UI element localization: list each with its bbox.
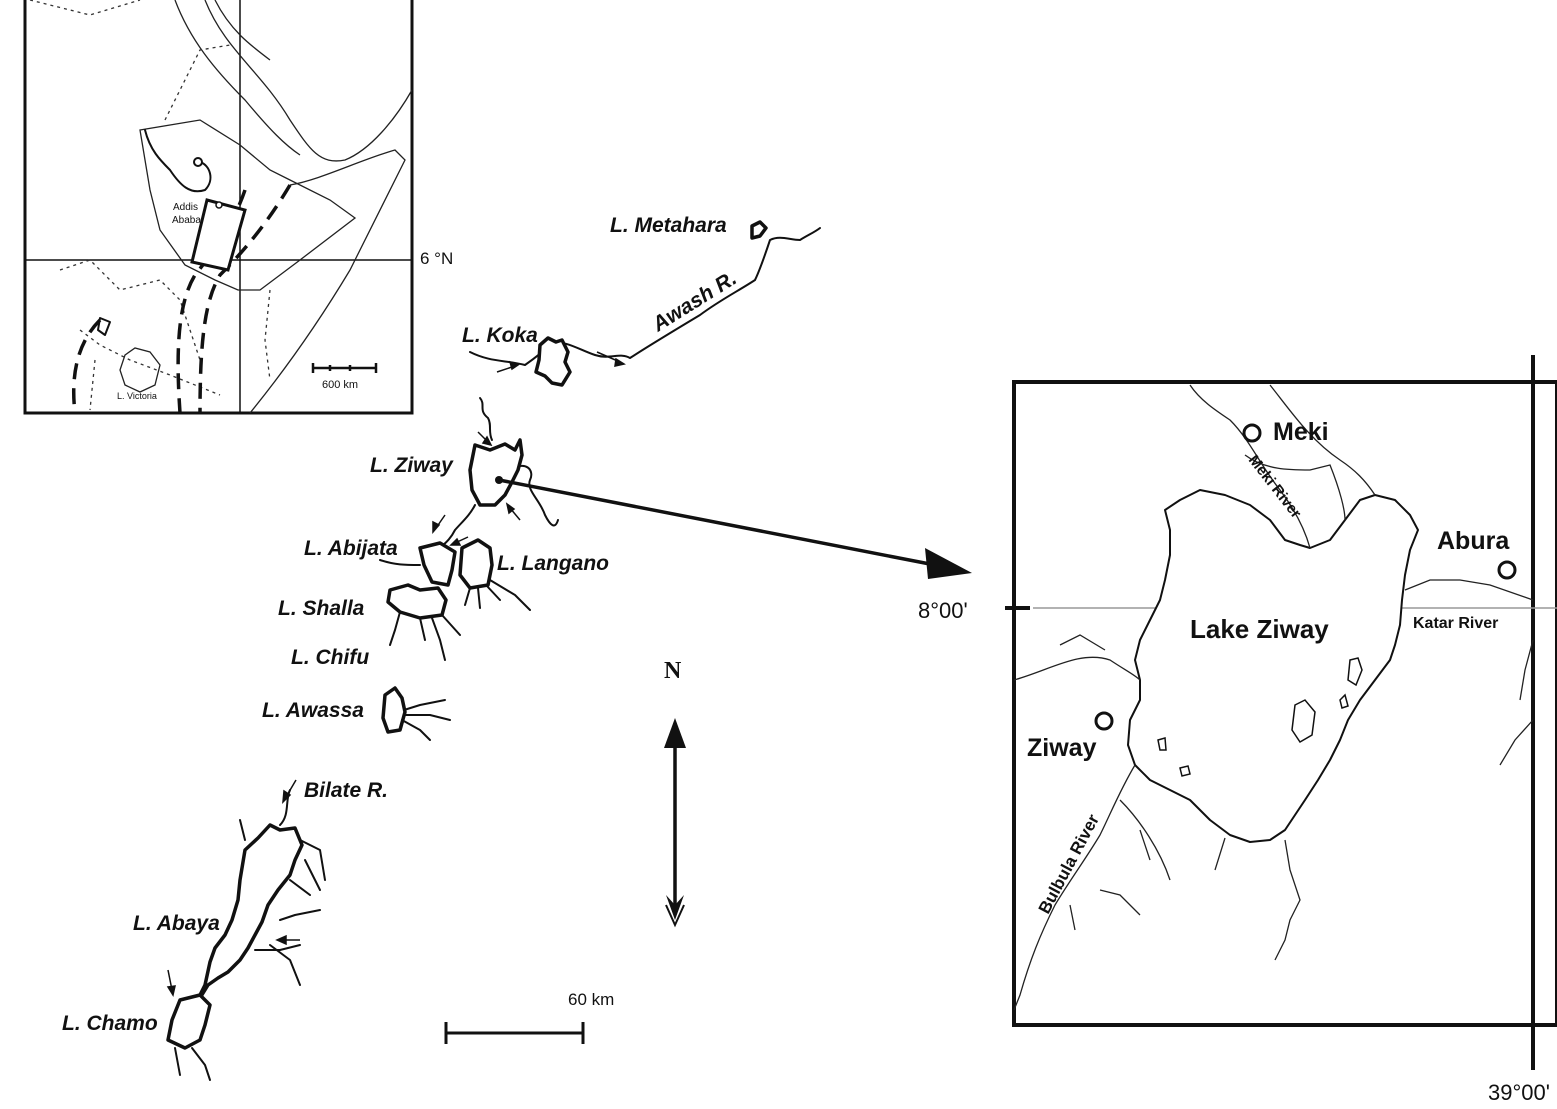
detail-rivers (1013, 384, 1534, 1011)
inset-scale-bar (311, 363, 378, 373)
detail-pointer-line (498, 478, 936, 567)
main-scale-label: 60 km (568, 990, 614, 1009)
town-label-abura: Abura (1437, 527, 1510, 555)
inset-coastline (174, 0, 301, 156)
north-arrow (664, 718, 686, 928)
lake-abaya (193, 823, 304, 1007)
inset-border (89, 359, 96, 411)
lake-awassa (381, 686, 407, 734)
inset-city-label: Ababa (172, 215, 201, 226)
detail-island (1291, 699, 1316, 744)
lake-metahara (750, 220, 768, 240)
label-bilate-river: Bilate R. (304, 779, 388, 802)
inset-map: 600 km Addis Ababa L. Victoria (23, 0, 414, 415)
main-scale-bar (444, 1022, 585, 1044)
inset-border (164, 44, 231, 121)
lake-langano (458, 538, 494, 590)
detail-latitude-label: 8°00' (918, 598, 968, 623)
inset-study-area-box (190, 198, 247, 272)
inset-latitude-label: 6 °N (420, 249, 453, 268)
label-lake-chifu: L. Chifu (291, 646, 369, 669)
inset-city-label: Addis (173, 202, 198, 213)
inset-lake-tana (193, 157, 203, 167)
town-label-meki: Meki (1273, 418, 1329, 446)
detail-island (1157, 737, 1167, 751)
town-marker-ziway (1094, 711, 1114, 731)
inset-lake-victoria (119, 347, 161, 393)
meki-river-inflow (479, 397, 493, 441)
label-lake-metahara: L. Metahara (610, 214, 727, 237)
lake-shalla (386, 583, 448, 620)
label-lake-ziway: L. Ziway (370, 454, 454, 477)
chamo-outflows (174, 1047, 211, 1081)
inset-rift-east (198, 184, 292, 414)
abijata-river (379, 559, 421, 566)
detail-pointer-head (925, 548, 972, 579)
inset-rift-western-branch (71, 318, 102, 414)
label-lake-chamo: L. Chamo (62, 1012, 158, 1035)
label-awash-river: Awash R. (648, 267, 741, 337)
label-lake-koka: L. Koka (462, 324, 538, 347)
detail-island (1347, 657, 1363, 687)
langano-inflows (464, 579, 531, 611)
inset-scale-label: 600 km (322, 379, 358, 391)
inset-border (79, 329, 221, 396)
detail-island (1179, 765, 1191, 777)
inset-nile (144, 129, 212, 193)
town-label-ziway: Ziway (1027, 734, 1097, 762)
lake-ziway (468, 438, 524, 507)
detail-island (1339, 693, 1349, 709)
inset-river (214, 0, 271, 61)
inset-country-outline (139, 119, 357, 291)
lake-chamo (166, 993, 212, 1050)
inset-border (264, 289, 271, 381)
flow-arrows (166, 351, 626, 997)
north-label: N (664, 658, 682, 684)
town-marker-abura (1497, 560, 1517, 580)
label-lake-shalla: L. Shalla (278, 597, 365, 620)
awassa-inflows (401, 699, 451, 741)
inset-coastline (249, 149, 406, 414)
label-lake-abijata: L. Abijata (304, 537, 398, 560)
inset-addis-marker (215, 201, 223, 209)
river-label-katar: Katar River (1413, 615, 1498, 632)
detail-lake-label: Lake Ziway (1190, 614, 1329, 644)
label-lake-langano: L. Langano (497, 552, 609, 575)
katar-river-inflow (511, 464, 559, 527)
inset-lake-label: L. Victoria (117, 391, 157, 401)
abaya-inflows (254, 839, 326, 986)
shalla-inflows (389, 611, 461, 661)
town-marker-meki (1242, 423, 1262, 443)
inset-coastline (204, 0, 413, 162)
detail-lake-ziway-shore (1127, 489, 1419, 843)
main-map: N 60 km L. Metahara L. Koka Awash R. L. … (62, 214, 972, 1081)
label-lake-abaya: L. Abaya (133, 912, 220, 935)
lake-koka (534, 336, 572, 387)
detail-map: Meki Abura Ziway Lake Ziway Meki River K… (1005, 355, 1557, 1070)
lake-abijata (418, 541, 457, 587)
abaya-inflow-west (239, 819, 246, 841)
detail-longitude-label: 39°00' (1488, 1080, 1550, 1105)
label-lake-awassa: L. Awassa (262, 699, 364, 722)
inset-lake-small (97, 317, 111, 336)
